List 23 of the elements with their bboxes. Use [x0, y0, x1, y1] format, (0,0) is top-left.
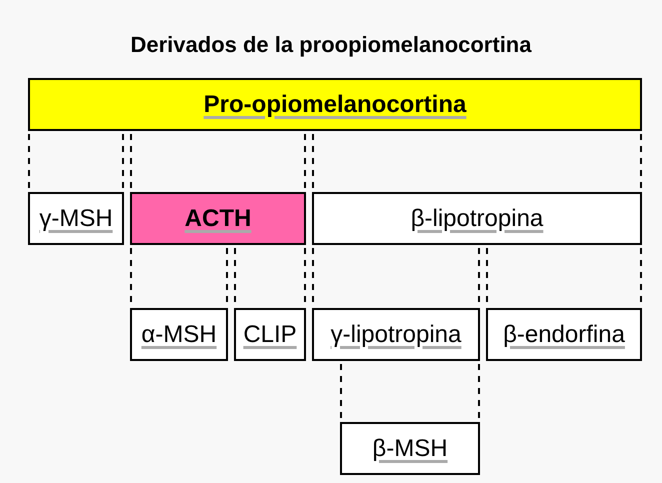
peptide-link: γ-MSH	[39, 204, 113, 232]
peptide-link: α-MSH	[141, 320, 217, 348]
peptide-box	[340, 422, 480, 475]
peptide-link: γ-lipotropina	[330, 320, 462, 348]
precursor-bar	[28, 78, 642, 131]
peptide-box	[312, 192, 642, 245]
peptide-box	[312, 308, 480, 361]
peptide-link: β-lipotropina	[410, 204, 544, 232]
peptide-box	[130, 308, 228, 361]
peptide-link: Pro-opiomelanocortina	[204, 90, 466, 118]
dashed-connector	[312, 133, 642, 191]
diagram-title: Derivados de la proopiomelanocortina	[130, 32, 533, 58]
dashed-connector	[340, 363, 480, 421]
dashed-connector	[28, 133, 124, 191]
peptide-link: ACTH	[184, 204, 252, 232]
peptide-box	[234, 308, 306, 361]
dashed-connector	[130, 133, 306, 191]
peptide-box	[28, 192, 124, 245]
peptide-link: β-endorfina	[503, 320, 625, 348]
peptide-box	[486, 308, 642, 361]
peptide-box	[130, 192, 306, 245]
peptide-link: β-MSH	[372, 434, 448, 462]
peptide-link: CLIP	[243, 320, 297, 348]
